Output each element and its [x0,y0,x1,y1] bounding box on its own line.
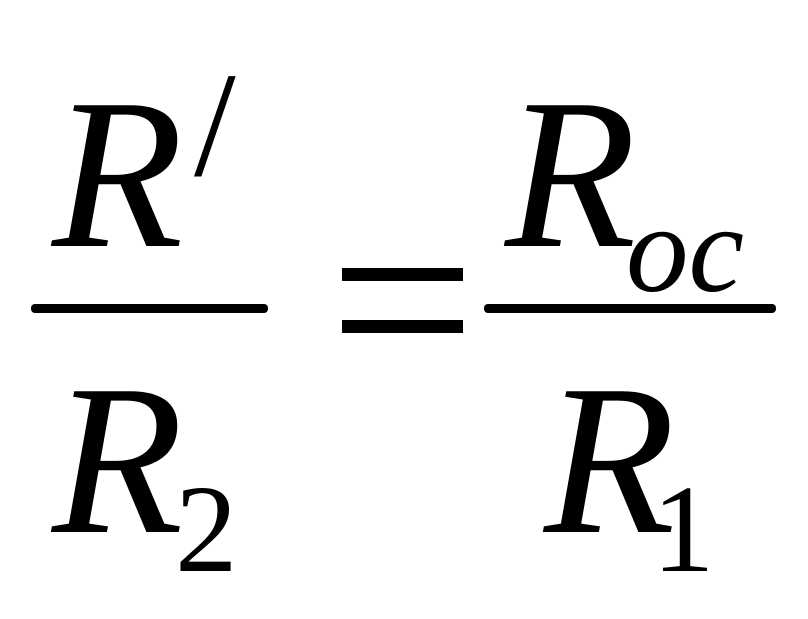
left-fraction-bar [31,304,268,313]
left-denominator-subscript: 2 [175,461,238,599]
equals-lower-bar [342,320,463,333]
right-fraction-bar [484,304,776,313]
equals-sign-text: = [0,0,1,1]
left-numerator-prime-mark: / [194,42,236,208]
left-denominator-symbol: R [52,340,184,579]
equals-upper-bar [342,268,463,281]
right-denominator-symbol: R [544,340,676,579]
right-numerator-symbol: R [505,54,637,293]
left-numerator-symbol: R [52,54,184,293]
right-denominator-subscript: 1 [652,461,715,599]
right-numerator-subscript: oc [626,181,744,319]
